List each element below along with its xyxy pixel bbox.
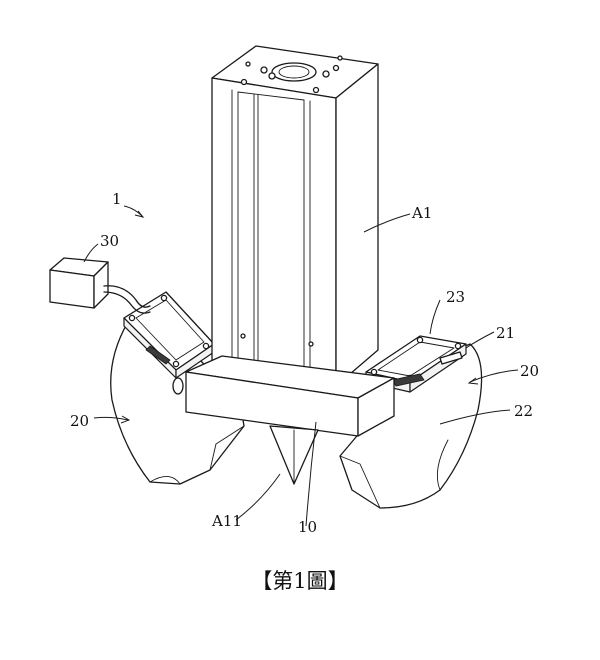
figure-caption: 【第1圖】 bbox=[251, 569, 348, 593]
label-assembly: 1 bbox=[112, 190, 122, 208]
label-shell: 22 bbox=[514, 402, 533, 420]
left-sensor-plate bbox=[123, 291, 215, 395]
controller-cable bbox=[103, 285, 151, 314]
tip-cone bbox=[269, 425, 319, 485]
leader-lines bbox=[83, 205, 519, 527]
label-tip: A11 bbox=[211, 512, 242, 530]
base-block bbox=[185, 355, 395, 437]
controller-box bbox=[49, 257, 109, 309]
label-plate: 23 bbox=[446, 288, 465, 306]
label-controller: 30 bbox=[100, 232, 119, 250]
label-claw-left: 20 bbox=[70, 412, 89, 430]
column-body bbox=[211, 45, 379, 387]
label-claw-right: 20 bbox=[520, 362, 539, 380]
label-column: A1 bbox=[411, 204, 432, 222]
label-base: 10 bbox=[298, 518, 317, 536]
label-sensor: 21 bbox=[496, 324, 515, 342]
